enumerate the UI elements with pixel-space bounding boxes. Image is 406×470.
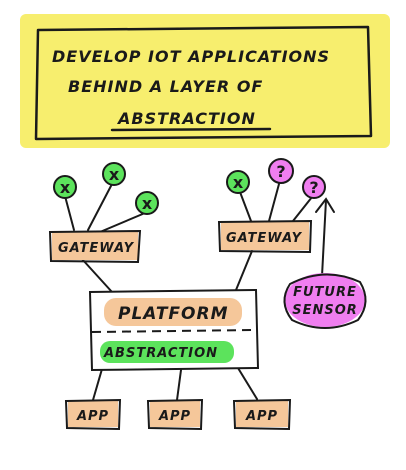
link-gateway1-platform: [81, 258, 113, 293]
platform-highlight: [104, 298, 242, 326]
app-label-2: APP: [158, 409, 191, 424]
link-gateway2-platform: [235, 250, 253, 291]
platform-box: PLATFORM ABSTRACTION: [88, 288, 260, 372]
app-label-1: APP: [76, 409, 109, 424]
title-frame: [34, 25, 373, 141]
gateway-right-label: GATEWAY: [226, 231, 303, 246]
svg-text:x: x: [233, 173, 244, 192]
link-device4-gateway2: [239, 191, 252, 222]
platform-divider: [91, 329, 257, 333]
title-line-2: BEHIND A LAYER OF: [68, 77, 263, 96]
abstraction-highlight: [100, 341, 234, 363]
link-platform-app1: [92, 368, 103, 401]
link-device3-gateway1: [99, 212, 146, 233]
connection-lines: [64, 183, 335, 401]
app-label-3: APP: [245, 409, 278, 424]
title-underline: [110, 127, 272, 132]
platform-label: PLATFORM: [118, 304, 229, 324]
title-line-1: DEVELOP IOT APPLICATIONS: [52, 47, 330, 66]
gateway-left-label: GATEWAY: [58, 241, 135, 256]
title-line-3: ABSTRACTION: [116, 109, 256, 128]
svg-text:x: x: [109, 165, 120, 184]
link-sensor-arrow: [321, 199, 327, 277]
device-unknown-2: ?: [302, 175, 326, 199]
app-box-2: APP: [146, 398, 204, 431]
title-highlight: [20, 14, 390, 148]
app-box-1: APP: [64, 398, 122, 431]
svg-text:x: x: [60, 178, 71, 197]
future-sensor-line-1: FUTURE: [293, 285, 357, 300]
gateway-left: GATEWAY: [48, 229, 142, 264]
abstraction-label: ABSTRACTION: [103, 346, 218, 361]
svg-text:?: ?: [276, 162, 285, 181]
link-device1-gateway1: [64, 195, 75, 231]
device-ok-4: x: [226, 170, 250, 194]
link-device6-gateway2: [292, 196, 313, 222]
future-sensor-line-2: SENSOR: [292, 303, 358, 318]
gateway-right: GATEWAY: [217, 219, 313, 254]
future-sensor: FUTURE SENSOR: [283, 273, 367, 329]
device-ok-1: x: [53, 175, 77, 199]
link-device5-gateway2: [268, 183, 280, 222]
device-unknown-1: ?: [268, 158, 294, 184]
device-ok-2: x: [102, 162, 126, 186]
link-platform-app3: [237, 367, 258, 400]
app-box-3: APP: [232, 398, 292, 431]
link-platform-app2: [176, 369, 182, 401]
link-device2-gateway1: [87, 183, 113, 231]
title-banner: DEVELOP IOT APPLICATIONS BEHIND A LAYER …: [20, 14, 390, 148]
svg-text:x: x: [142, 194, 153, 213]
device-ok-3: x: [135, 191, 159, 215]
svg-text:?: ?: [309, 178, 318, 197]
arrow-head: [315, 197, 335, 213]
